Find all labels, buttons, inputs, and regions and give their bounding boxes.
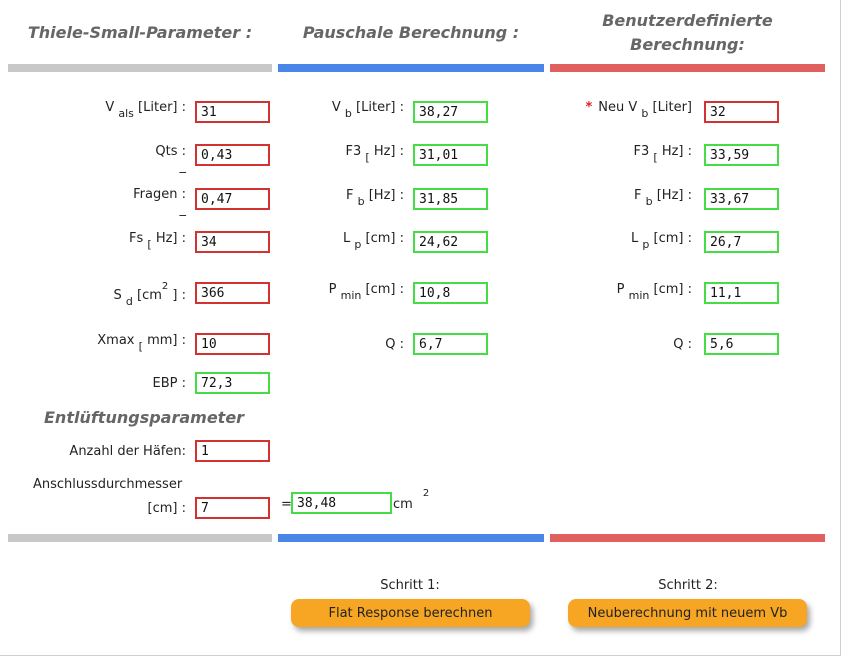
port-area-output[interactable] xyxy=(291,492,392,514)
label-pauschal-fb: F b [Hz] : xyxy=(345,188,404,208)
label-ebp: EBP : xyxy=(152,376,186,391)
pauschal-f3-output[interactable] xyxy=(413,144,488,166)
label-custom-f3: F3 [ Hz] : xyxy=(633,144,692,164)
pauschal-vb-output[interactable] xyxy=(413,101,488,123)
label-sd: S d [cm2 ] : xyxy=(113,281,186,308)
pauschal-lp-output[interactable] xyxy=(413,231,488,253)
label-fs: Fs [ Hz] : xyxy=(128,231,186,251)
header-benutzerdefinierte-line1: Benutzerdefinierte xyxy=(602,11,773,30)
label-custom-fb: F b [Hz] : xyxy=(633,188,692,208)
label-pauschal-q: Q : xyxy=(385,337,404,352)
header-pauschale-berechnung: Pauschale Berechnung : xyxy=(302,23,520,42)
top-bar-gray xyxy=(8,64,272,72)
label-port-diameter-unit: [cm] : xyxy=(147,501,186,516)
step2-label: Schritt 2: xyxy=(658,578,718,593)
ebp-output[interactable] xyxy=(195,372,270,394)
label-pauschal-lp: L p [cm] : xyxy=(343,231,404,251)
area-unit: cm2 xyxy=(393,488,430,512)
xmax-input[interactable] xyxy=(195,333,270,355)
label-custom-q: Q : xyxy=(673,337,692,352)
label-fragen: Fragen :_ xyxy=(133,187,186,217)
header-thiele-small: Thiele-Small-Parameter : xyxy=(27,23,253,42)
pauschal-fb-output[interactable] xyxy=(413,188,488,210)
label-port-diameter: Anschlussdurchmesser xyxy=(33,477,183,492)
sd-input[interactable] xyxy=(195,282,270,304)
top-bar-red xyxy=(550,64,825,72)
flat-response-button[interactable]: Flat Response berechnen xyxy=(291,599,530,627)
label-xmax: Xmax [ mm] : xyxy=(97,333,186,353)
label-vas: V als [Liter] : xyxy=(105,100,186,120)
label-custom-pmin: P min [cm] : xyxy=(616,282,692,302)
custom-pmin-output[interactable] xyxy=(704,282,779,304)
fragen-input[interactable] xyxy=(195,188,270,210)
qts-input[interactable] xyxy=(195,144,270,166)
label-ports: Anzahl der Häfen: xyxy=(69,444,186,459)
port-diameter-input[interactable] xyxy=(195,497,270,519)
step1-label: Schritt 1: xyxy=(380,578,440,593)
pauschal-q-output[interactable] xyxy=(413,333,488,355)
custom-q-output[interactable] xyxy=(704,333,779,355)
vas-input[interactable] xyxy=(195,101,270,123)
bottom-bar-gray xyxy=(8,534,272,542)
label-pauschal-f3: F3 [ Hz] : xyxy=(345,144,404,164)
custom-fb-output[interactable] xyxy=(704,188,779,210)
required-star: * xyxy=(585,100,593,115)
custom-vb-input[interactable] xyxy=(704,101,779,123)
fs-input[interactable] xyxy=(195,231,270,253)
recalculate-vb-button[interactable]: Neuberechnung mit neuem Vb xyxy=(568,599,807,627)
area-equals: = xyxy=(281,497,292,512)
ports-input[interactable] xyxy=(195,440,270,462)
bottom-bar-blue xyxy=(278,534,544,542)
pauschal-pmin-output[interactable] xyxy=(413,282,488,304)
label-custom-vb: *Neu V b [Liter] xyxy=(585,100,692,120)
header-benutzerdefinierte-line2: Berechnung: xyxy=(630,35,745,54)
top-bar-blue xyxy=(278,64,544,72)
label-pauschal-pmin: P min [cm] : xyxy=(328,282,404,302)
label-qts: Qts :_ xyxy=(155,144,186,174)
label-custom-lp: L p [cm] : xyxy=(631,231,692,251)
label-pauschal-vb: V b [Liter] : xyxy=(331,100,404,120)
bottom-bar-red xyxy=(550,534,825,542)
custom-lp-output[interactable] xyxy=(704,231,779,253)
custom-f3-output[interactable] xyxy=(704,144,779,166)
vent-section-title: Entlüftungsparameter xyxy=(44,408,245,427)
